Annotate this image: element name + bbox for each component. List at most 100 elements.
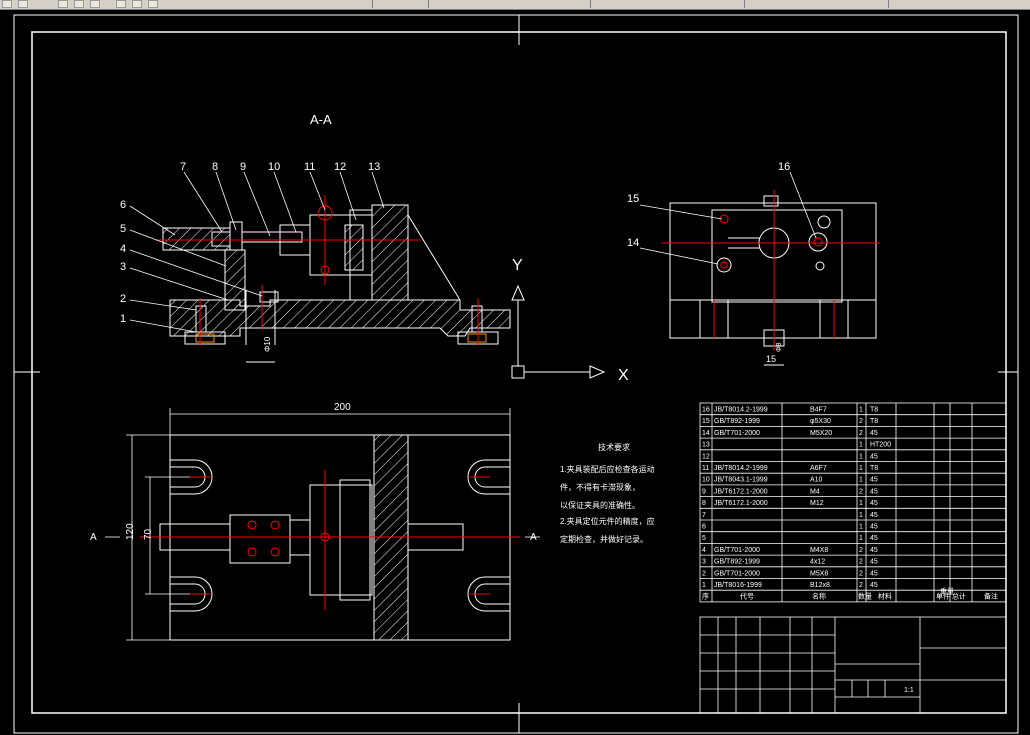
linetype-dropdown[interactable] <box>590 0 740 8</box>
toolbar-button[interactable] <box>18 0 28 8</box>
bom-header-mat: 材料 <box>878 592 892 601</box>
svg-text:以保证夹具的准确性。: 以保证夹具的准确性。 <box>560 500 640 510</box>
color-dropdown[interactable] <box>428 0 588 8</box>
bom-header-remark: 备注 <box>984 592 998 601</box>
bom-mat: HT200 <box>870 442 891 449</box>
bom-name: M5X20 <box>810 430 832 437</box>
toolbar-button[interactable] <box>2 0 12 8</box>
bom-mat: T8 <box>870 465 878 472</box>
bom-qty: 1 <box>859 465 863 472</box>
balloon-6: 6 <box>120 199 126 211</box>
bom-qty: 1 <box>859 524 863 531</box>
bom-code: GB/T701-2000 <box>714 570 760 577</box>
bom-code: JB/T8016-1999 <box>714 582 762 589</box>
bom-no: 15 <box>702 418 710 425</box>
toolbar-button[interactable] <box>148 0 158 8</box>
bom-code: JB/T8043.1-1999 <box>714 477 768 484</box>
dim-200: 200 <box>334 402 351 413</box>
balloon-9: 9 <box>240 161 246 173</box>
bom-mat: 45 <box>870 500 878 507</box>
toolbar-button[interactable] <box>58 0 68 8</box>
bom-name: M12 <box>810 500 824 507</box>
bom-qty: 2 <box>859 582 863 589</box>
ucs-icon <box>511 284 606 379</box>
lineweight-dropdown[interactable] <box>744 0 884 8</box>
section-mark-right: A <box>530 532 537 543</box>
balloon-7: 7 <box>180 161 186 173</box>
bom-header-code: 代号 <box>740 592 754 601</box>
bom-qty: 1 <box>859 500 863 507</box>
bom-mat: 45 <box>870 488 878 495</box>
toolbar-button[interactable] <box>74 0 84 8</box>
layer-dropdown[interactable] <box>372 0 422 8</box>
toolbar-button[interactable] <box>90 0 100 8</box>
title-block-scale: 1:1 <box>904 687 914 694</box>
bom-qty: 2 <box>859 430 863 437</box>
bom-name: B4F7 <box>810 407 827 414</box>
bom-name: M4X8 <box>810 547 828 554</box>
bom-no: 8 <box>702 500 706 507</box>
plotstyle-dropdown[interactable] <box>888 0 1008 8</box>
balloon-5: 5 <box>120 223 126 235</box>
title-block <box>699 616 1007 714</box>
bom-mat: T8 <box>870 418 878 425</box>
svg-text:件，不得有卡滞现象，: 件，不得有卡滞现象， <box>560 482 640 492</box>
bom-mat: 45 <box>870 453 878 460</box>
bom-qty: 1 <box>859 477 863 484</box>
dim-70: 70 <box>143 528 154 540</box>
bom-mat: 45 <box>870 570 878 577</box>
bom-header-qty: 数量 <box>858 592 872 601</box>
bom-no: 12 <box>702 453 710 460</box>
center-lines-side <box>662 190 880 350</box>
bom-name: A10 <box>810 477 823 484</box>
bom-code: GB/T701-2000 <box>714 547 760 554</box>
bom-no: 11 <box>702 465 709 472</box>
bom-header-weight: 重量 <box>940 588 954 596</box>
balloon-labels-front: 1 2 3 4 5 6 7 8 9 10 11 12 13 <box>120 161 380 325</box>
bom-qty: 2 <box>859 570 863 577</box>
front-section-view <box>162 204 511 345</box>
bom-name: M5X8 <box>810 570 828 577</box>
bom-qty: 1 <box>859 512 863 519</box>
svg-text:Φ10: Φ10 <box>263 336 272 352</box>
bom-mat: 45 <box>870 524 878 531</box>
bom-no: 2 <box>702 570 706 577</box>
bom-table <box>699 402 1007 603</box>
bom-qty: 2 <box>859 559 863 566</box>
bom-no: 14 <box>702 430 710 437</box>
bom-no: 4 <box>702 547 706 554</box>
balloon-15: 15 <box>627 193 639 205</box>
bom-header-total: 总计 <box>952 592 966 601</box>
balloon-16: 16 <box>778 161 790 173</box>
bom-qty: 2 <box>859 418 863 425</box>
drawing-canvas[interactable]: A-A <box>0 10 1030 735</box>
svg-text:定期检查，并做好记录。: 定期检查，并做好记录。 <box>560 534 648 544</box>
bom-code: JB/T8014.2-1999 <box>714 407 768 414</box>
bom-no: 3 <box>702 559 706 566</box>
toolbar-button[interactable] <box>116 0 126 8</box>
svg-text:1.夹具装配后应检查各运动: 1.夹具装配后应检查各运动 <box>560 464 655 474</box>
bom-no: 10 <box>702 477 710 484</box>
bom-name: B12x8 <box>810 582 830 589</box>
bom-mat: 45 <box>870 535 878 542</box>
toolbar-button[interactable] <box>132 0 142 8</box>
bom-mat: 45 <box>870 559 878 566</box>
section-mark-left: A <box>90 532 97 543</box>
balloon-13: 13 <box>368 161 380 173</box>
svg-text:15: 15 <box>766 354 776 364</box>
bom-code: GB/T892-1999 <box>714 559 760 566</box>
balloon-14: 14 <box>627 237 639 249</box>
center-lines-top <box>140 470 520 610</box>
bom-qty: 1 <box>859 535 863 542</box>
bom-code: JB/T6172.1-2000 <box>714 500 768 507</box>
section-title: A-A <box>310 112 332 127</box>
dim-phi-small: Φ10 <box>246 336 275 363</box>
side-view <box>669 195 877 347</box>
bom-header-name: 名称 <box>812 592 826 601</box>
axis-x-label: X <box>618 367 629 384</box>
bom-code: GB/T892-1999 <box>714 418 760 425</box>
bom-name: M4 <box>810 488 820 495</box>
bom-mat: 45 <box>870 547 878 554</box>
balloon-12: 12 <box>334 161 346 173</box>
